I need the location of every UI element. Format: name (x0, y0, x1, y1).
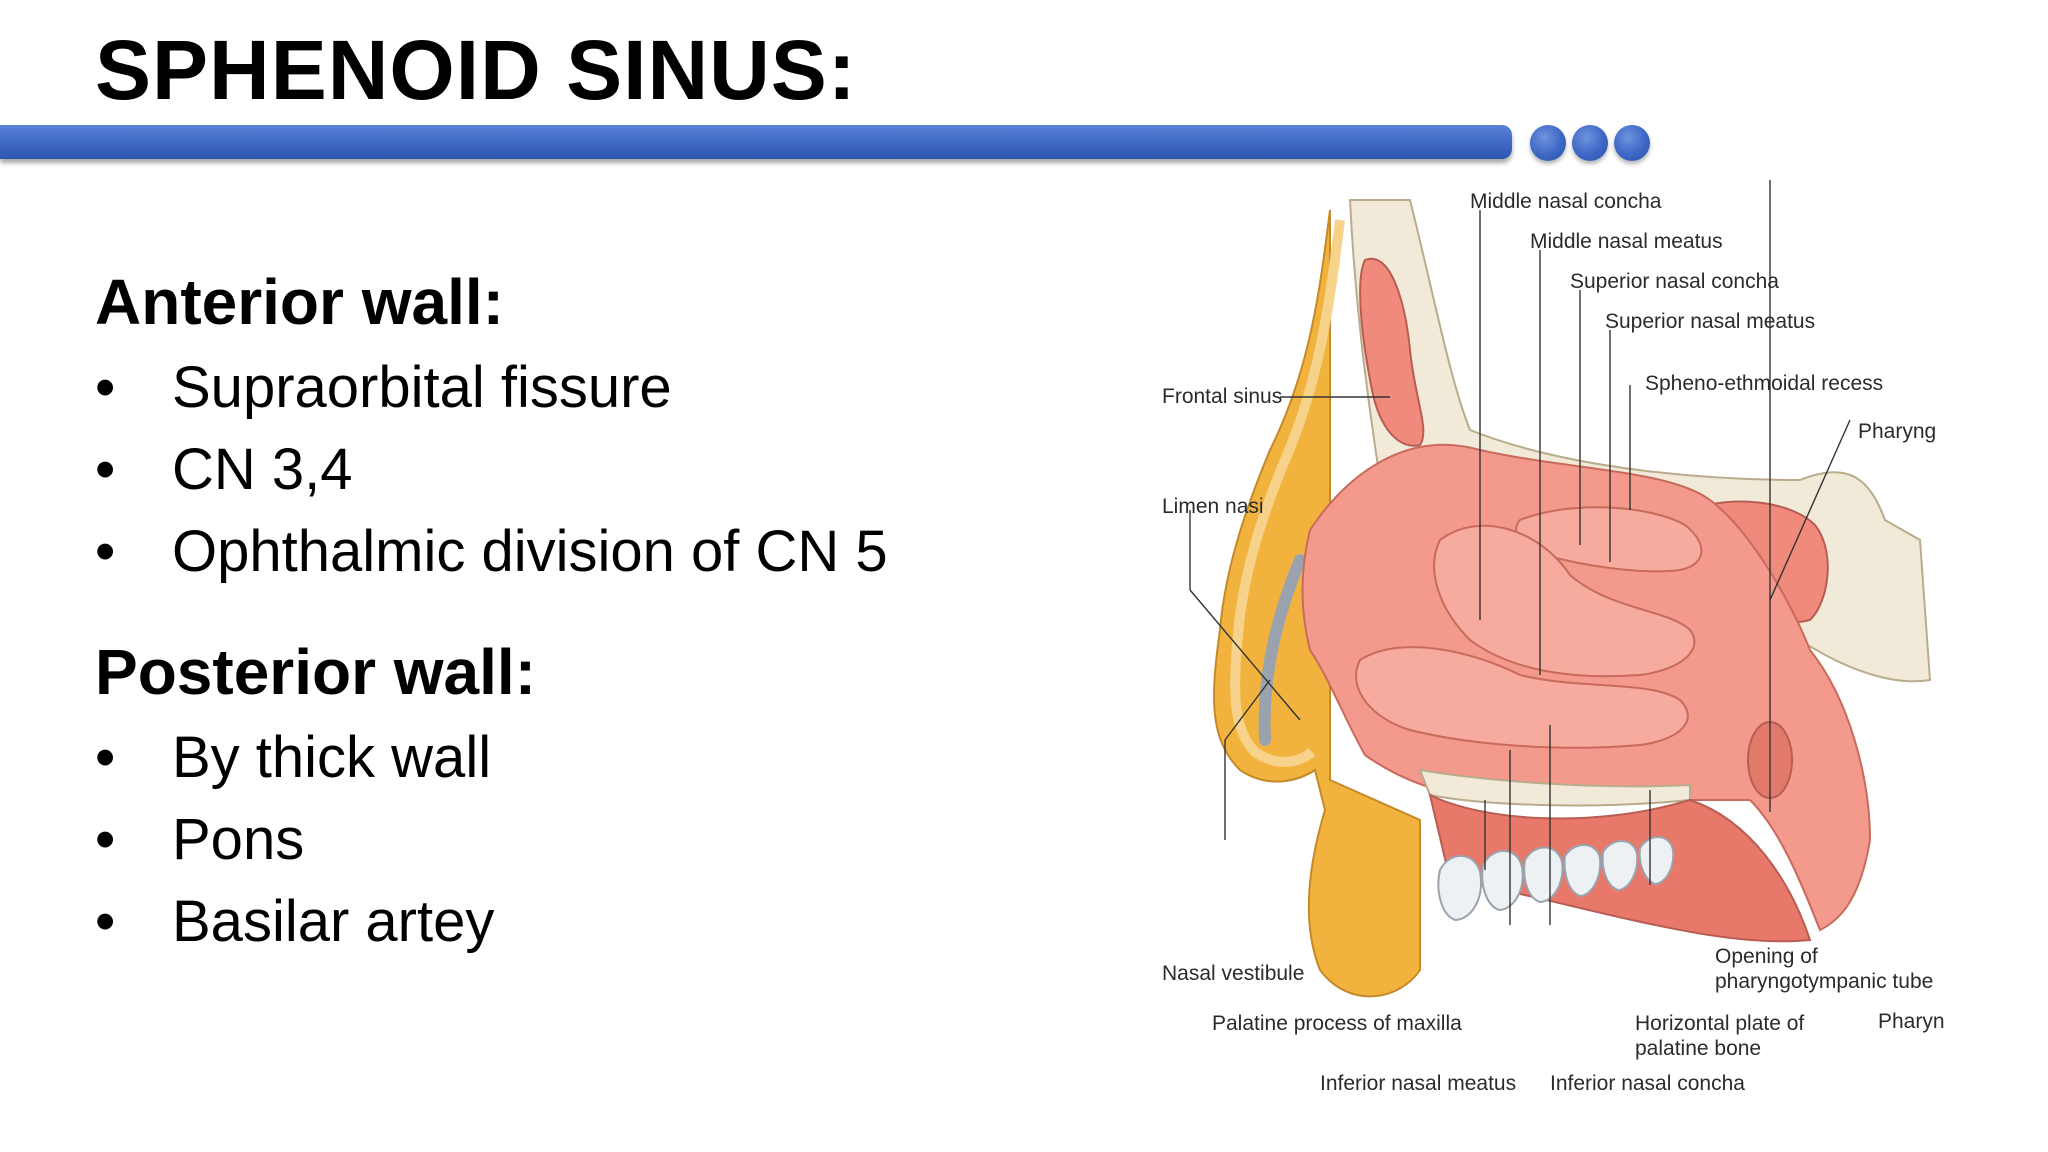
bullet-marker: • (95, 355, 116, 420)
bullet-marker: • (95, 519, 116, 584)
label-middle-nasal-meatus: Middle nasal meatus (1530, 230, 1723, 253)
bullet-marker: • (95, 437, 116, 502)
bullet-marker: • (95, 725, 116, 790)
leader-line (1769, 419, 1851, 601)
teeth (1437, 836, 1675, 922)
bullet-text: By thick wall (172, 725, 492, 790)
label-spheno-ethmoidal-recess: Spheno-ethmoidal recess (1645, 372, 1883, 395)
label-superior-nasal-concha: Superior nasal concha (1570, 270, 1779, 293)
decorative-dot-2 (1572, 125, 1608, 161)
label-middle-nasal-concha: Middle nasal concha (1470, 190, 1662, 213)
label-pharyng: Pharyng (1858, 420, 1936, 443)
slide-title: SPHENOID SINUS: (95, 23, 857, 117)
label-nasal-vestibule: Nasal vestibule (1162, 962, 1304, 985)
bullet-item: • Basilar artey (95, 882, 494, 962)
nasal-cartilage (1258, 554, 1306, 746)
nasal-cavity-illustration: Middle nasal concha Middle nasal meatus … (1150, 180, 1950, 1110)
bullet-marker: • (95, 889, 116, 954)
bullet-text: Supraorbital fissure (172, 355, 672, 420)
bullet-text: Basilar artey (172, 889, 495, 954)
label-pharyngotympanic-tube: pharyngotympanic tube (1715, 970, 1933, 993)
label-inferior-nasal-concha: Inferior nasal concha (1550, 1072, 1745, 1095)
label-palatine-bone: palatine bone (1635, 1037, 1761, 1060)
nasal-cavity-svg: Middle nasal concha Middle nasal meatus … (1162, 180, 1945, 1095)
label-palatine-process: Palatine process of maxilla (1212, 1012, 1462, 1035)
label-opening-of: Opening of (1715, 945, 1818, 968)
leader-line (1224, 679, 1271, 741)
bullet-item: • Supraorbital fissure (95, 348, 672, 428)
section-heading-anterior-wall: Anterior wall: (95, 266, 504, 338)
title-underline-bar (0, 125, 1512, 159)
label-pharyn: Pharyn (1878, 1010, 1945, 1033)
decorative-dot-3 (1614, 125, 1650, 161)
leader-line (1189, 589, 1301, 721)
label-limen-nasi: Limen nasi (1162, 495, 1264, 518)
label-superior-nasal-meatus: Superior nasal meatus (1605, 310, 1815, 333)
label-horizontal-plate-of: Horizontal plate of (1635, 1012, 1804, 1035)
middle-nasal-concha (1433, 524, 1696, 678)
bullet-marker: • (95, 807, 116, 872)
section-heading-posterior-wall: Posterior wall: (95, 636, 536, 708)
bullet-text: Pons (172, 807, 305, 872)
nose-skin-inner (1230, 219, 1345, 767)
bullet-item: • Ophthalmic division of CN 5 (95, 512, 888, 592)
bullet-item: • By thick wall (95, 718, 491, 798)
bullet-item: • CN 3,4 (95, 430, 353, 510)
bullet-text: CN 3,4 (172, 437, 353, 502)
frontal-sinus (1359, 257, 1425, 447)
label-frontal-sinus: Frontal sinus (1162, 385, 1282, 408)
bullet-text: Ophthalmic division of CN 5 (172, 519, 888, 584)
decorative-dot-1 (1530, 125, 1566, 161)
inferior-nasal-concha (1355, 646, 1689, 749)
label-inferior-nasal-meatus: Inferior nasal meatus (1320, 1072, 1516, 1095)
bullet-item: • Pons (95, 800, 304, 880)
